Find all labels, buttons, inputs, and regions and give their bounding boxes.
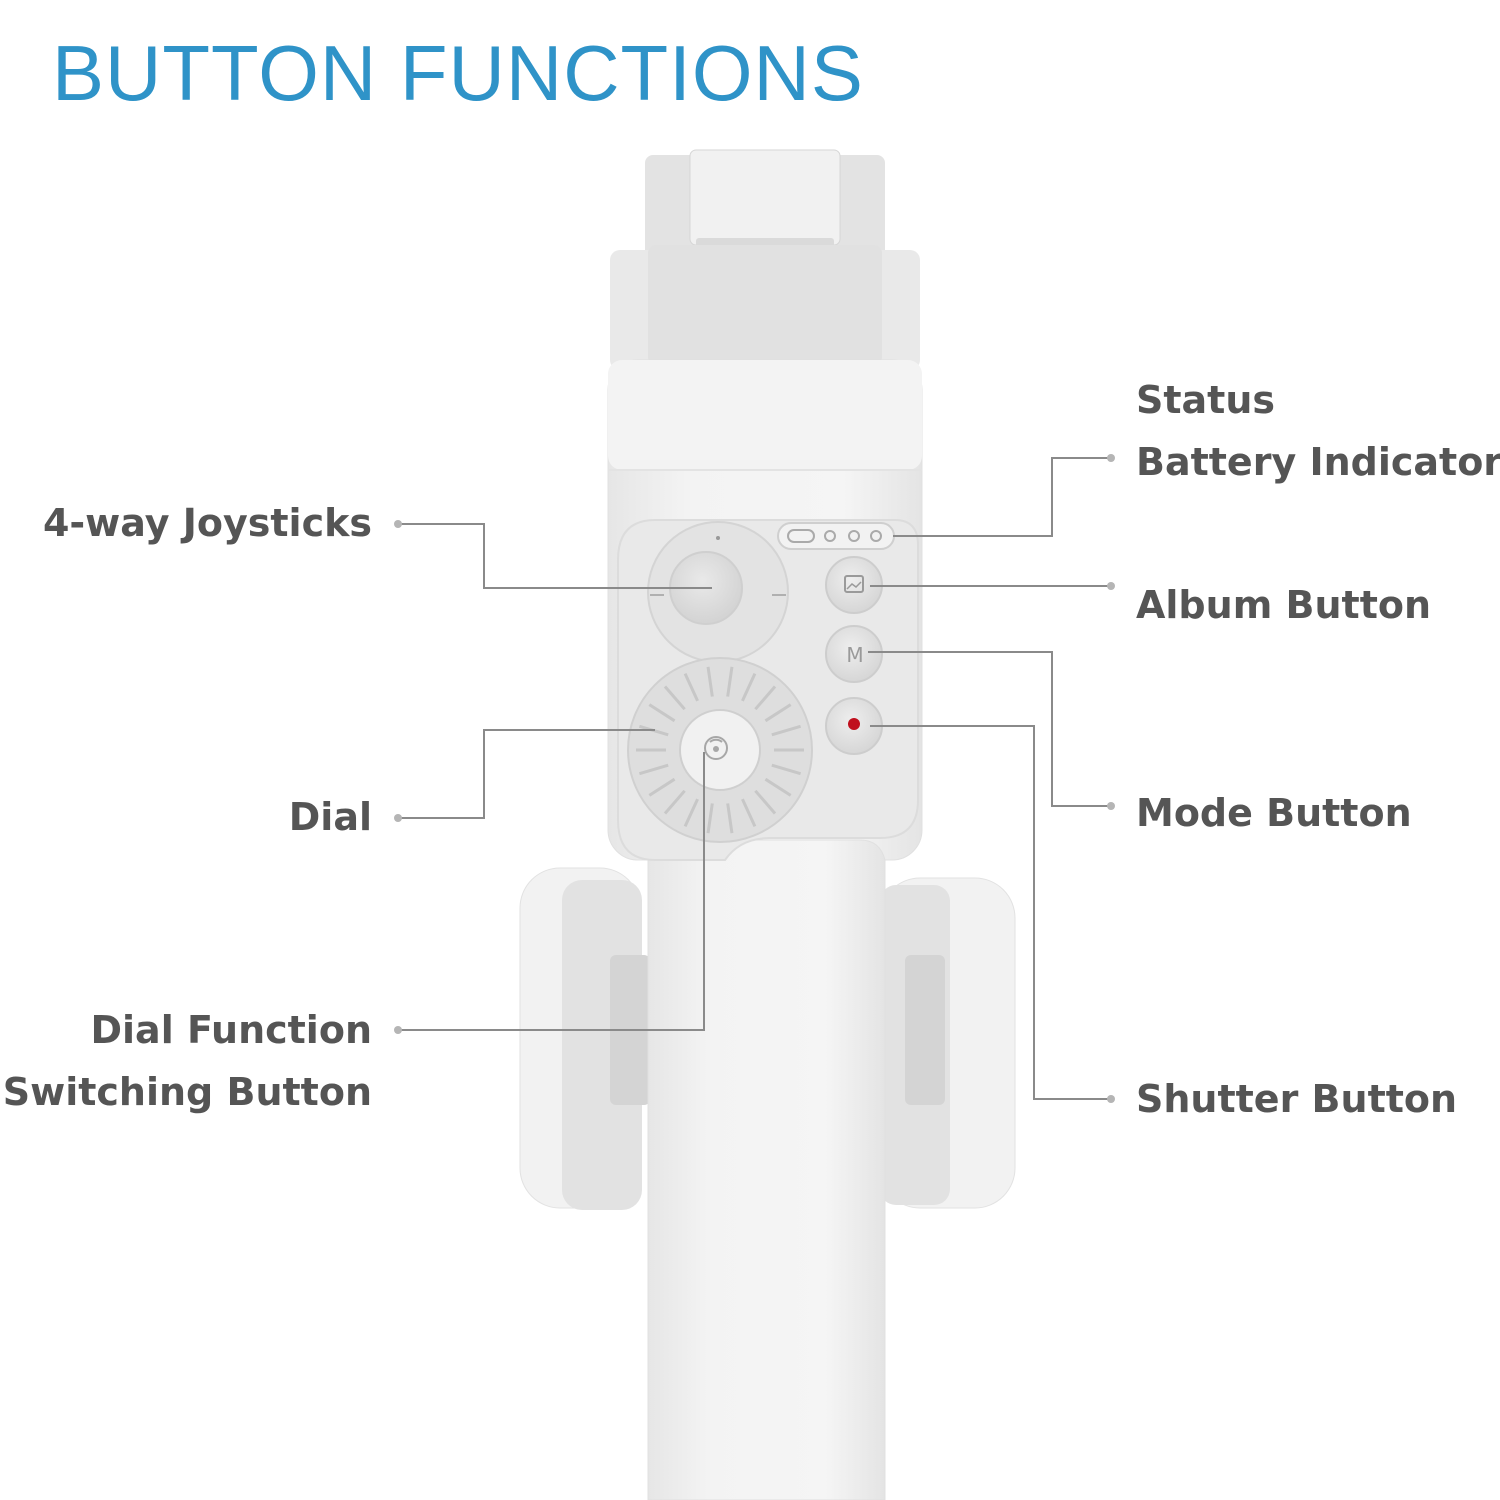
- dial-ridge: [726, 803, 734, 834]
- dial-ridge: [706, 666, 714, 697]
- dial-switch-icon[interactable]: [704, 736, 728, 760]
- dial[interactable]: [627, 657, 813, 843]
- page-title: BUTTON FUNCTIONS: [52, 29, 864, 117]
- dial-ridge: [726, 666, 734, 697]
- dial-ridge: [663, 789, 686, 815]
- dial-ridge: [764, 777, 792, 797]
- label-album: Album Button: [1136, 583, 1432, 627]
- mode-button[interactable]: M: [825, 625, 883, 683]
- dial-ridge: [764, 703, 792, 723]
- dial-ridge: [648, 777, 676, 797]
- leader-lines: [400, 457, 1110, 1100]
- dial-ridge: [706, 803, 714, 834]
- label-mode: Mode Button: [1136, 791, 1412, 835]
- dial-ridge: [754, 789, 777, 815]
- leader-joysticks: [400, 523, 712, 589]
- dial-ridge: [683, 672, 699, 702]
- gimbal-side-arms: [519, 867, 1016, 1210]
- dial-ridge: [741, 672, 757, 702]
- dial-ridge: [638, 763, 669, 776]
- dial-ridge: [771, 763, 802, 776]
- album-icon: [844, 575, 864, 593]
- label-dial-switch-line1: Dial Function: [90, 1008, 372, 1052]
- leader-shutter: [870, 725, 1110, 1100]
- dial-ridge: [663, 685, 686, 711]
- dial-ridge: [754, 685, 777, 711]
- dial-ridge: [771, 724, 802, 737]
- mode-button-glyph: M: [846, 643, 863, 667]
- label-dial: Dial: [288, 795, 372, 839]
- joystick[interactable]: [647, 521, 789, 663]
- leader-battery: [893, 457, 1110, 537]
- battery-indicator: [777, 522, 895, 550]
- label-dial-switch-line2: Switching Button: [2, 1070, 372, 1114]
- leader-endpoints: [394, 454, 1115, 1103]
- dial-ridge: [741, 798, 757, 828]
- label-joysticks: 4-way Joysticks: [42, 501, 372, 545]
- leader-mode: [868, 651, 1110, 807]
- dial-ridge: [683, 798, 699, 828]
- leader-dial-switch: [400, 752, 705, 1031]
- shutter-dot-icon: [848, 718, 860, 730]
- label-status: Status: [1136, 378, 1276, 422]
- gimbal-head: [610, 149, 920, 370]
- dial-ridge: [648, 703, 676, 723]
- label-battery: Battery Indicator: [1136, 440, 1500, 484]
- leader-dial: [400, 729, 655, 819]
- label-shutter: Shutter Button: [1136, 1077, 1458, 1121]
